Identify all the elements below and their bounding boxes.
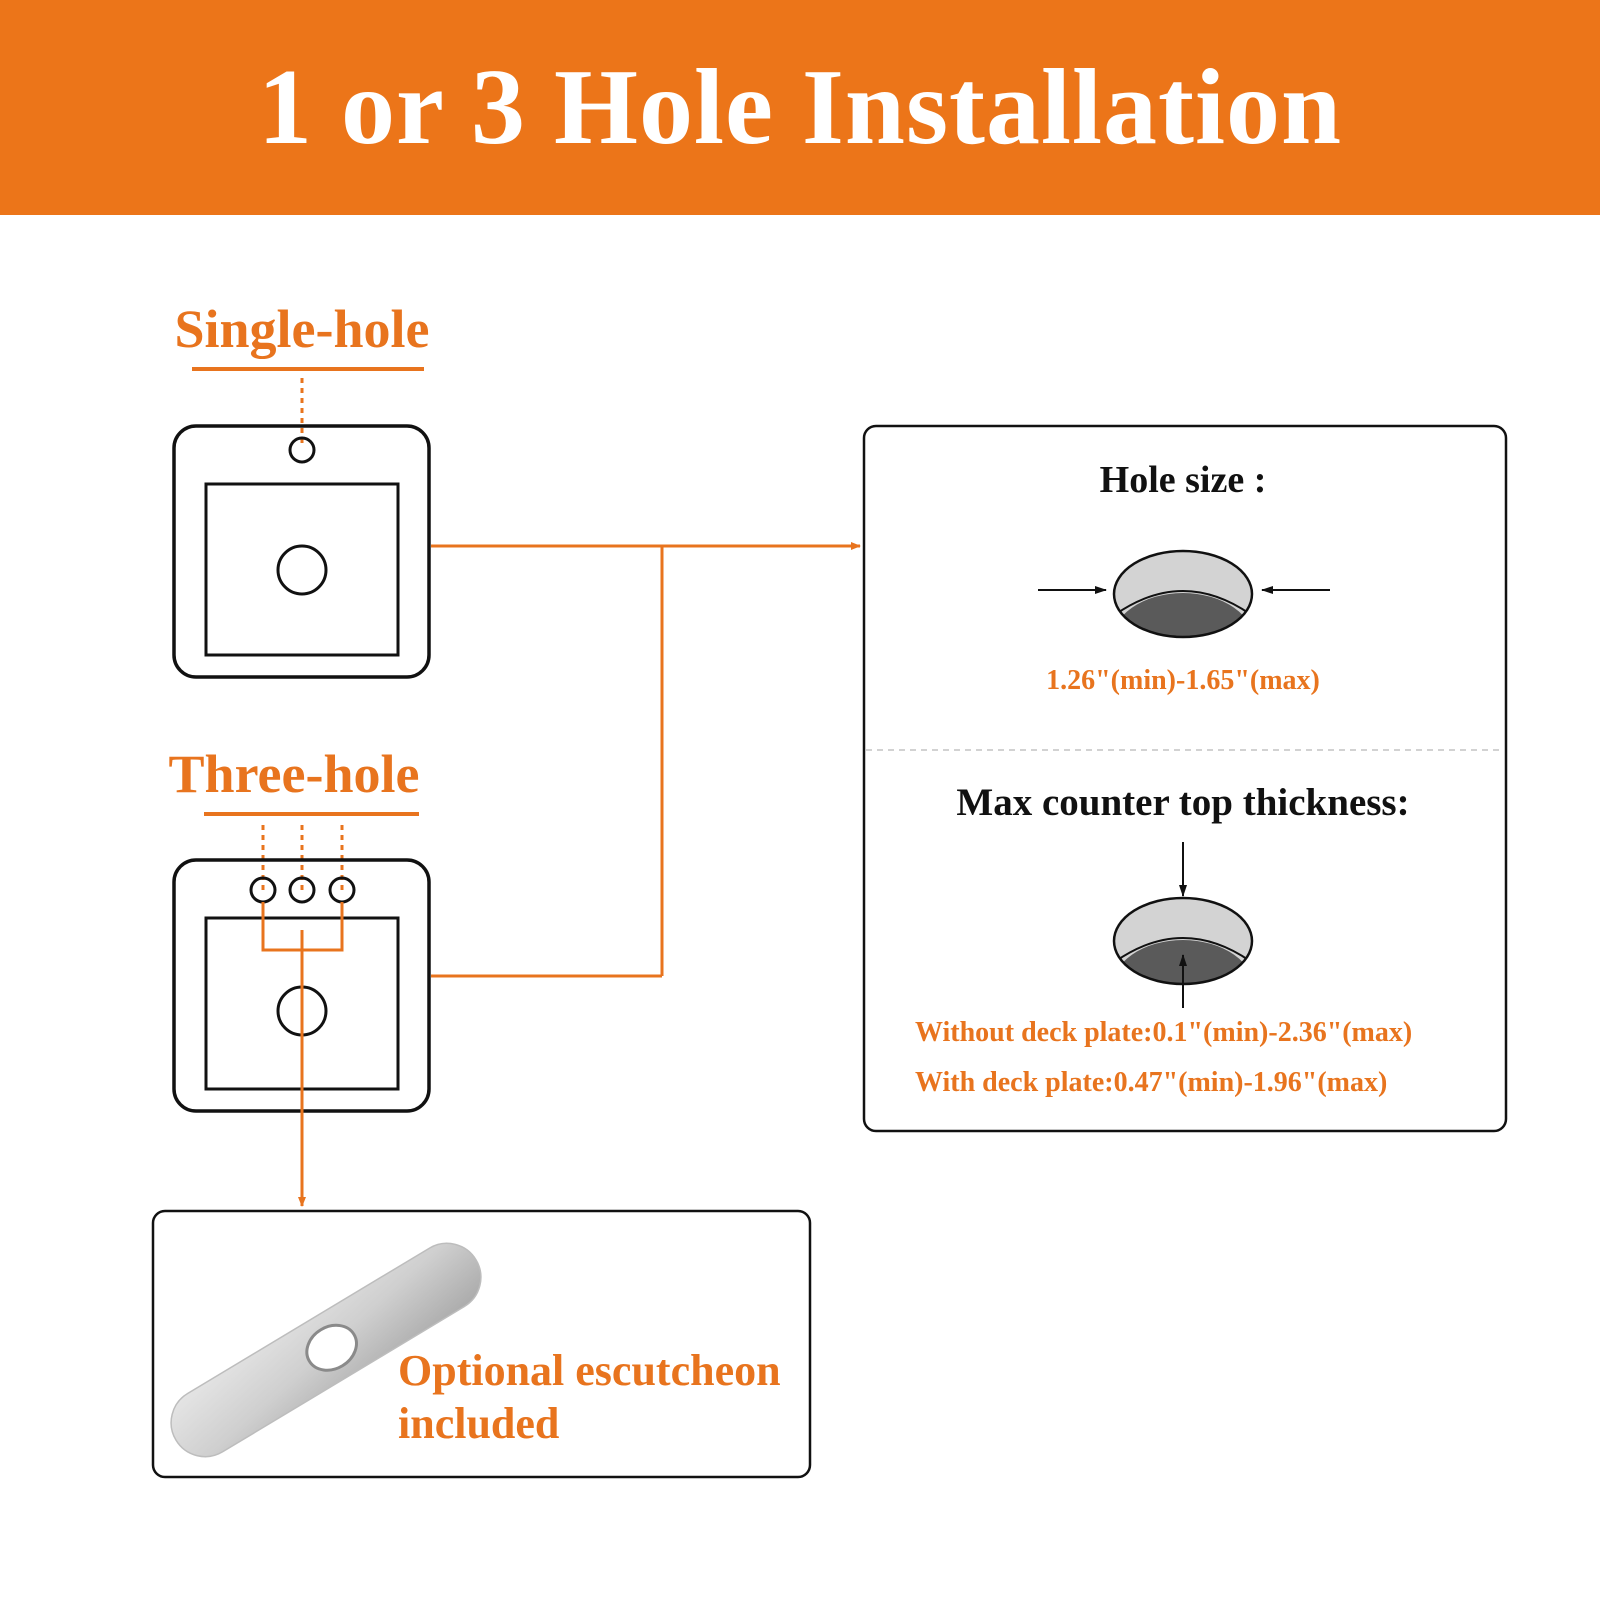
connector-lines (261, 542, 861, 1207)
single-hole-label: Single-hole (174, 299, 430, 359)
hole-size-icon (1038, 549, 1330, 639)
three-hole-guides (261, 825, 344, 890)
escutcheon-panel (151, 1209, 812, 1479)
drain-hole (276, 544, 328, 596)
escutcheon-label-line1: Optional escutcheon (398, 1346, 781, 1395)
hole-size-range: 1.26"(min)-1.65"(max) (1046, 665, 1320, 696)
three-hole-label: Three-hole (168, 744, 420, 804)
page-title: 1 or 3 Hole Installation (257, 47, 1343, 167)
with-plate-spec: With deck plate:0.47"(min)-1.96"(max) (915, 1067, 1388, 1098)
specs-panel (862, 424, 1508, 1133)
thickness-title: Max counter top thickness: (956, 781, 1410, 824)
header-banner: 1 or 3 Hole Installation (0, 0, 1600, 215)
escutcheon-plate-icon (170, 1242, 482, 1458)
escutcheon-label-line2: included (398, 1399, 560, 1448)
thickness-icon (1112, 842, 1254, 1008)
faucet-hole (288, 436, 316, 464)
without-plate-spec: Without deck plate:0.1"(min)-2.36"(max) (915, 1017, 1413, 1048)
hole-size-title: Hole size : (1099, 459, 1267, 501)
single-hole-sink (172, 424, 431, 679)
